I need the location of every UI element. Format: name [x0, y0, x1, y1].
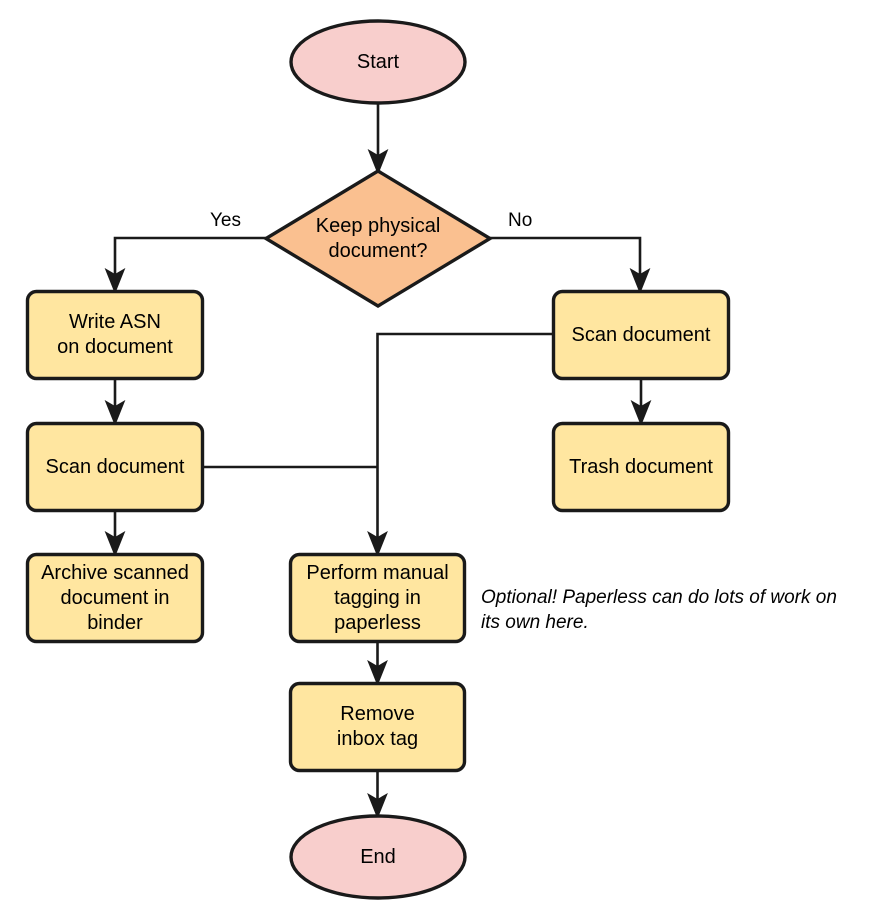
node-scan-document-right-shape[interactable] [551, 289, 731, 381]
node-archive-scanned-document-in-binder-shape[interactable] [25, 552, 205, 644]
node-scan-document-left-shape[interactable] [25, 421, 205, 513]
node-perform-manual-tagging-in-paperless-shape[interactable] [288, 552, 467, 644]
edge-decision-no-to-scan-right [490, 236, 651, 294]
node-write-asn-on-document-shape[interactable] [25, 289, 205, 381]
node-trash-document-shape[interactable] [551, 421, 731, 513]
edge-label-no: No [508, 210, 533, 231]
node-remove-inbox-tag-shape[interactable] [288, 681, 467, 773]
edge-decision-yes-to-write-asn [104, 236, 266, 294]
edge-scan-right-to-tagging [367, 332, 552, 557]
optional-note: Optional! Paperless can do lots of work … [481, 587, 837, 633]
node-start-shape[interactable] [289, 19, 467, 105]
edge-label-yes: Yes [210, 210, 241, 231]
node-end-shape[interactable] [289, 814, 467, 900]
node-keep-physical-document-shape[interactable] [262, 169, 494, 308]
